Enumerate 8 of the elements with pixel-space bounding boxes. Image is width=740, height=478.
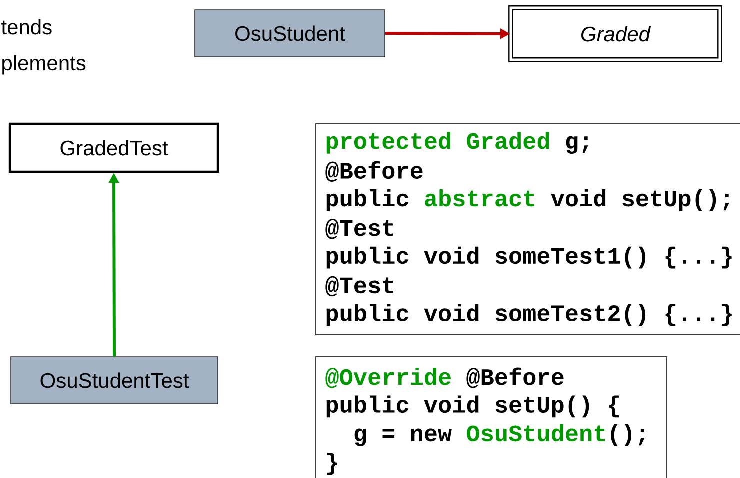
code-box: @Override @Before public void setUp() { g = new OsuStudent (); }: [316, 356, 668, 478]
class-box: OsuStudentTest: [10, 356, 218, 404]
legend-text: tends: [2, 19, 52, 35]
code-box: protected Graded g; @Before public abstract void setUp(); @Test public void someTest1() {...} @Test public void someTest2() {...}: [316, 124, 740, 336]
interface-box: Graded: [508, 6, 722, 62]
class-box: GradedTest: [8, 122, 220, 174]
class-box: OsuStudent: [194, 10, 386, 58]
legend-text: plements: [2, 55, 86, 75]
